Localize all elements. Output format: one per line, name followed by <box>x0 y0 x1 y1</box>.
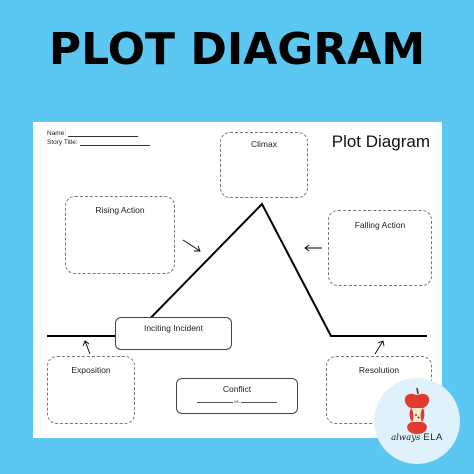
banner-title: PLOT DIAGRAM <box>48 24 426 75</box>
name-field: Name: <box>47 130 139 137</box>
conflict-vs-line: vs. <box>177 399 297 404</box>
falling-action-arrow <box>304 244 322 252</box>
plot-mountain-line <box>47 202 427 337</box>
logo-brand-text: ELA <box>423 432 443 443</box>
rising-action-box: Rising Action <box>65 196 175 274</box>
resolution-label: Resolution <box>358 365 400 375</box>
name-label: Name: <box>47 130 67 137</box>
conflict-label: Conflict <box>222 384 252 394</box>
exposition-arrow <box>82 340 91 355</box>
exposition-label: Exposition <box>71 365 111 375</box>
inciting-incident-box: Inciting Incident <box>115 317 232 350</box>
conflict-box: Conflict vs. <box>176 378 298 414</box>
climax-box: Climax <box>220 132 308 198</box>
worksheet-title: Plot Diagram <box>331 132 430 151</box>
inciting-incident-label: Inciting Incident <box>143 323 204 333</box>
name-line <box>68 130 139 137</box>
falling-action-label: Falling Action <box>354 220 406 230</box>
rising-action-arrow <box>182 239 201 252</box>
story-title-label: Story Title: <box>47 139 78 146</box>
story-title-field: Story Title: <box>47 139 150 146</box>
plot-line-diagram <box>47 202 427 355</box>
conflict-vs-text: vs. <box>234 399 240 404</box>
exposition-box: Exposition <box>47 356 135 424</box>
worksheet: Name: Story Title: Plot Diagram Climax R… <box>33 122 442 438</box>
climax-label: Climax <box>251 139 277 149</box>
rising-action-label: Rising Action <box>95 205 145 215</box>
resolution-arrow <box>374 340 385 355</box>
falling-action-box: Falling Action <box>328 210 432 286</box>
story-title-line <box>79 139 150 146</box>
logo-script-text: always <box>391 433 421 443</box>
apple-core-icon <box>404 387 430 434</box>
